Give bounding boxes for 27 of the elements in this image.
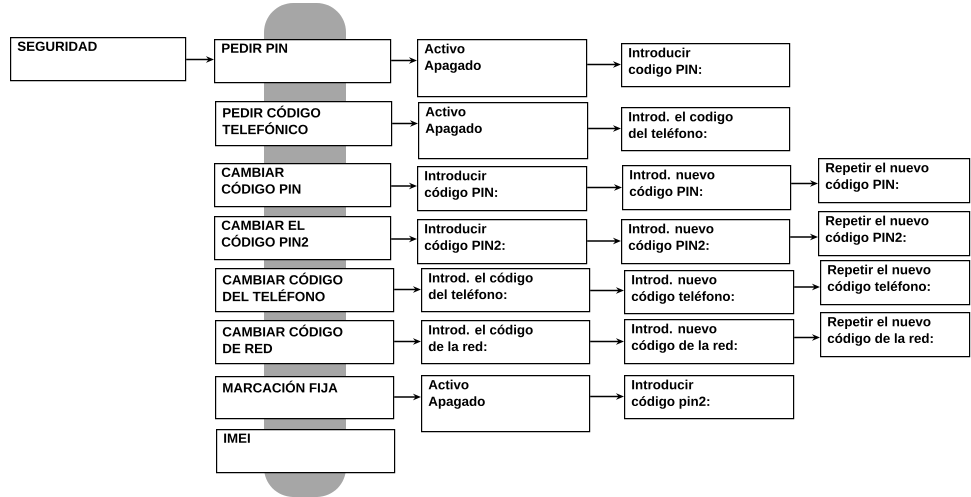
menu-box: IMEI: [216, 429, 396, 474]
menu-box: Introducir código PIN2:: [417, 219, 588, 264]
menu-box: Introducir código PIN:: [417, 166, 588, 212]
menu-box: SEGURIDAD: [10, 37, 186, 82]
menu-box: Introd. nuevo código de la red:: [624, 319, 794, 364]
menu-box: Introd. nuevo código teléfono:: [624, 270, 794, 314]
menu-box: Introd. el codigo del teléfono:: [621, 107, 790, 152]
menu-box: Activo Apagado: [417, 39, 588, 98]
menu-box: Repetir el nuevo código PIN:: [818, 158, 970, 204]
menu-box: CAMBIAR CÓDIGO DEL TELÉFONO: [215, 268, 394, 312]
menu-box: Introd. el código de la red:: [421, 320, 590, 364]
menu-box: Introducir código pin2:: [624, 375, 794, 420]
menu-box: CAMBIAR CÓDIGO PIN: [214, 163, 392, 208]
menu-box: Introducir codigo PIN:: [621, 43, 790, 88]
menu-box: CAMBIAR CÓDIGO DE RED: [215, 320, 394, 364]
menu-box: PEDIR CÓDIGO TELEFÓNICO: [215, 101, 392, 146]
menu-box: CAMBIAR EL CÓDIGO PIN2: [214, 216, 392, 260]
menu-box: Introd. nuevo código PIN:: [622, 165, 792, 210]
menu-box: Introd. nuevo código PIN2:: [621, 219, 790, 264]
menu-box: Repetir el nuevo código PIN2:: [818, 211, 970, 256]
menu-box: PEDIR PIN: [214, 39, 392, 84]
menu-box: Repetir el nuevo código de la red:: [820, 312, 970, 358]
menu-box: Activo Apagado: [421, 375, 590, 432]
menu-box: Introd. el código del teléfono:: [421, 268, 590, 312]
menu-box: Repetir el nuevo código teléfono:: [820, 260, 970, 306]
menu-box: MARCACIÓN FIJA: [215, 376, 394, 420]
menu-box: Activo Apagado: [418, 102, 588, 160]
